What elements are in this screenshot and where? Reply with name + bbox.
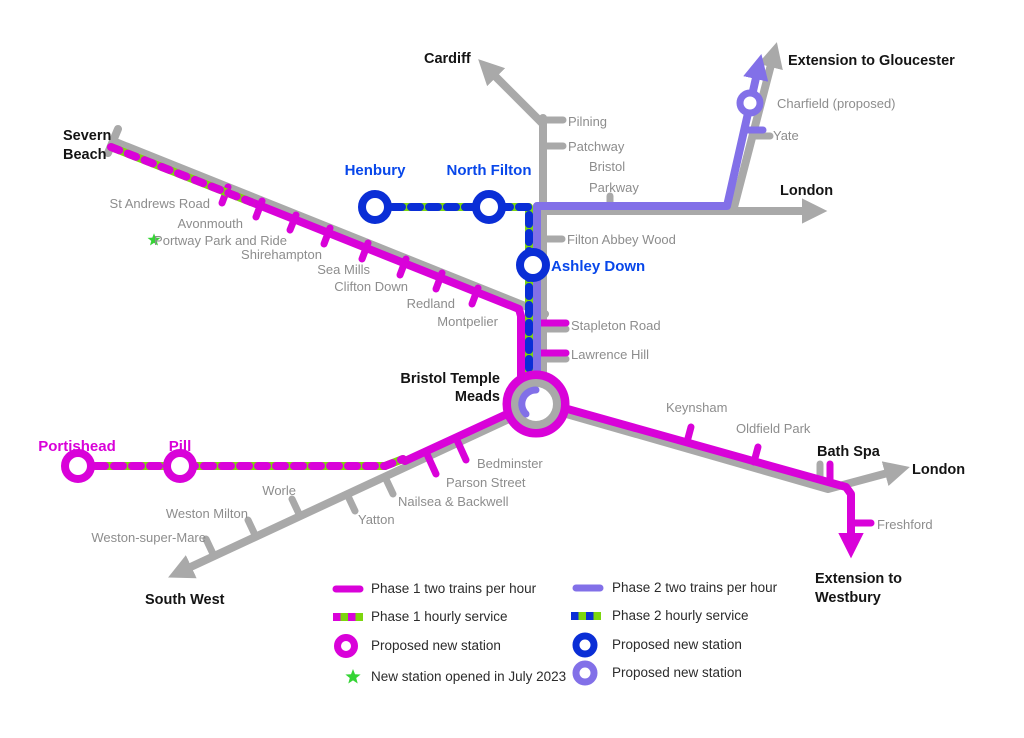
- station-label-oldfield-park: Oldfield Park: [736, 421, 811, 436]
- station-label-yatton: Yatton: [358, 512, 395, 527]
- station-label-pill: Pill: [169, 438, 192, 455]
- station-label-freshford: Freshford: [877, 517, 933, 532]
- terminus-label-london-bath: London: [912, 462, 965, 478]
- station-label-nailsea: Nailsea & Backwell: [398, 494, 509, 509]
- hourly-dashed-lines: [74, 143, 533, 470]
- legend-label-phase1-solid: Phase 1 two trains per hour: [371, 581, 537, 596]
- station-label-weston-milton: Weston Milton: [166, 506, 248, 521]
- station-marker-ashley-down: [516, 248, 550, 282]
- legend-label-phase1-station: Proposed new station: [371, 638, 501, 653]
- map-labels: Cardiff Severn Beach London Extension to…: [38, 51, 965, 608]
- station-label-temple-meads-1: Bristol Temple: [400, 371, 500, 387]
- station-label-bath-spa: Bath Spa: [817, 444, 881, 460]
- terminus-label-westbury-2: Westbury: [815, 590, 881, 606]
- legend-swatch-new-station-star: [345, 669, 361, 684]
- phase1-lines: [218, 183, 875, 559]
- station-label-charfield: Charfield (proposed): [777, 96, 896, 111]
- station-label-bedminster: Bedminster: [477, 456, 543, 471]
- tick-yatton: [343, 490, 359, 515]
- tick-nailsea: [381, 473, 397, 498]
- temple-meads-magenta-ring: [502, 370, 570, 438]
- station-label-keynsham: Keynsham: [666, 400, 727, 415]
- legend-label-phase2-station-purple: Proposed new station: [612, 665, 742, 680]
- legend-label-new-station-2023: New station opened in July 2023: [371, 669, 566, 684]
- station-label-weston-super-mare: Weston-super-Mare: [91, 530, 206, 545]
- station-label-st-andrews-road: St Andrews Road: [110, 196, 210, 211]
- station-label-avonmouth: Avonmouth: [177, 216, 243, 231]
- legend-swatch-phase2-station-blue: [572, 632, 598, 658]
- legend-swatch-phase1-station: [334, 634, 358, 658]
- station-label-henbury: Henbury: [345, 162, 407, 179]
- station-label-parson-street: Parson Street: [446, 475, 526, 490]
- station-label-bristol-parkway-1: Bristol: [589, 159, 625, 174]
- station-label-worle: Worle: [262, 483, 296, 498]
- legend-label-phase1-hourly: Phase 1 hourly service: [371, 609, 508, 624]
- legend-label-phase2-station-blue: Proposed new station: [612, 637, 742, 652]
- station-label-bristol-parkway-2: Parkway: [589, 180, 639, 195]
- station-label-portishead: Portishead: [38, 438, 116, 455]
- line-severn-beach-phase1: [247, 198, 525, 384]
- line-bath-westbury-phase1: [560, 404, 864, 559]
- station-label-patchway: Patchway: [568, 139, 625, 154]
- legend: Phase 1 two trains per hour Phase 1 hour…: [332, 580, 778, 686]
- station-marker-portishead: [61, 449, 95, 483]
- station-label-portway: Portway Park and Ride: [154, 233, 287, 248]
- phase2-lines: [533, 54, 769, 386]
- station-label-clifton-down: Clifton Down: [334, 279, 408, 294]
- line-bath-to-london: [559, 409, 910, 493]
- legend-label-phase2-solid: Phase 2 two trains per hour: [612, 580, 778, 595]
- line-henbury-hourly-dash: [371, 203, 533, 382]
- station-marker-bristol-temple-meads: [502, 370, 570, 438]
- terminus-label-south-west: South West: [145, 592, 225, 608]
- line-severn-hourly-dash: [107, 143, 255, 206]
- tick-weston-super-mare: [202, 535, 218, 560]
- station-label-temple-meads-2: Meads: [455, 389, 500, 405]
- terminus-label-cardiff: Cardiff: [424, 51, 471, 67]
- new-station-star-portway: [147, 233, 161, 246]
- line-phase2-gloucester: [533, 54, 769, 386]
- station-label-north-filton: North Filton: [447, 162, 532, 179]
- station-marker-henbury: [358, 190, 392, 224]
- station-label-shirehampton: Shirehampton: [241, 247, 322, 262]
- station-label-ashley-down: Ashley Down: [551, 258, 645, 275]
- tick-bedminster: [452, 434, 470, 464]
- station-markers: [61, 89, 764, 483]
- tick-weston-milton: [244, 516, 260, 541]
- station-label-redland: Redland: [407, 296, 455, 311]
- station-label-pilning: Pilning: [568, 114, 607, 129]
- tick-oldfield-park: [750, 443, 762, 466]
- terminus-label-gloucester: Extension to Gloucester: [788, 53, 955, 69]
- tick-parson-street: [422, 448, 440, 478]
- station-marker-pill: [163, 449, 197, 483]
- line-to-cardiff: [478, 59, 547, 128]
- terminus-label-london-north: London: [780, 183, 833, 199]
- station-label-yate: Yate: [773, 128, 799, 143]
- station-label-sea-mills: Sea Mills: [317, 262, 370, 277]
- legend-swatch-phase2-station-purple: [572, 660, 598, 686]
- station-marker-charfield: [736, 89, 764, 117]
- tick-keynsham: [683, 423, 695, 446]
- station-label-lawrence-hill: Lawrence Hill: [571, 347, 649, 362]
- legend-label-phase2-hourly: Phase 2 hourly service: [612, 608, 749, 623]
- tick-worle: [288, 495, 304, 520]
- terminus-label-severn-beach-2: Beach: [63, 147, 107, 163]
- temple-meads-purple-arc: [518, 386, 540, 418]
- station-marker-north-filton: [472, 190, 506, 224]
- terminus-label-westbury-1: Extension to: [815, 571, 902, 587]
- station-label-filton-abbey-wood: Filton Abbey Wood: [567, 232, 676, 247]
- station-label-stapleton-road: Stapleton Road: [571, 318, 661, 333]
- terminus-label-severn-beach-1: Severn: [63, 128, 111, 144]
- station-label-montpelier: Montpelier: [437, 314, 498, 329]
